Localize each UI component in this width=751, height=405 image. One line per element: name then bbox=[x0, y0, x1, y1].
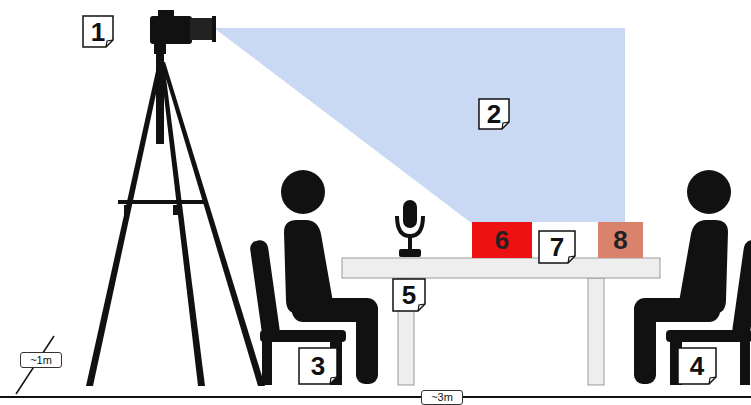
callout-tag: 3 bbox=[298, 347, 338, 385]
callout-number: 4 bbox=[677, 347, 717, 385]
mic-stem bbox=[408, 236, 412, 250]
tripod-brace bbox=[118, 200, 206, 204]
callout-tag: 2 bbox=[478, 98, 510, 130]
person-shin bbox=[356, 304, 378, 384]
device-number: 8 bbox=[613, 227, 627, 253]
camera-lens-rim bbox=[212, 16, 216, 42]
chair-leg bbox=[262, 340, 272, 385]
callout-number: 3 bbox=[298, 347, 338, 385]
tripod-leg bbox=[160, 62, 205, 386]
camera bbox=[150, 10, 216, 44]
callout-number: 1 bbox=[82, 15, 114, 48]
floor-line bbox=[0, 396, 751, 398]
mic-base bbox=[399, 249, 421, 257]
tripod bbox=[86, 44, 265, 386]
camera-body bbox=[150, 16, 192, 44]
table-top bbox=[342, 258, 660, 278]
camera-view-area bbox=[214, 28, 625, 222]
person-head bbox=[687, 170, 731, 214]
callout-tag: 5 bbox=[392, 278, 426, 312]
camera-top bbox=[158, 10, 174, 18]
person-head bbox=[281, 170, 325, 214]
mic-cradle bbox=[397, 216, 423, 236]
chair-leg bbox=[740, 340, 750, 385]
person-shin bbox=[634, 304, 656, 384]
callout-fold bbox=[568, 256, 575, 263]
callout-border bbox=[678, 348, 716, 384]
callout-tag: 7 bbox=[538, 230, 576, 264]
table bbox=[342, 258, 660, 385]
callout-border bbox=[83, 16, 113, 47]
tripod-leg bbox=[161, 62, 265, 386]
chair-back bbox=[249, 239, 280, 339]
callout-fold bbox=[709, 377, 716, 384]
callout-number: 5 bbox=[392, 278, 426, 312]
dimension-label: ~1m bbox=[20, 352, 62, 368]
person bbox=[634, 170, 751, 385]
dimension-label: ~3m bbox=[421, 390, 463, 405]
callout-fold bbox=[418, 304, 425, 311]
table-leg bbox=[588, 278, 604, 385]
callout-border bbox=[393, 279, 425, 311]
mic-capsule bbox=[403, 200, 417, 228]
callout-border bbox=[539, 231, 575, 263]
tripod-leg bbox=[86, 62, 162, 386]
callout-fold bbox=[330, 377, 337, 384]
tripod-clamp bbox=[124, 205, 130, 215]
device-box: 6 bbox=[472, 222, 532, 258]
camera-lens bbox=[190, 18, 214, 40]
callout-number: 7 bbox=[538, 230, 576, 264]
callout-number: 2 bbox=[478, 98, 510, 130]
device-number: 6 bbox=[495, 227, 509, 253]
person bbox=[249, 170, 378, 385]
callout-border bbox=[479, 99, 509, 129]
tripod-clamp bbox=[173, 205, 179, 215]
chair-back bbox=[731, 239, 751, 339]
callout-tag: 4 bbox=[677, 347, 717, 385]
device-box: 8 bbox=[598, 222, 643, 258]
microphone bbox=[397, 200, 423, 257]
callout-fold bbox=[106, 40, 113, 47]
callout-tag: 1 bbox=[82, 15, 114, 48]
tripod-head bbox=[154, 44, 166, 54]
callout-fold bbox=[502, 122, 509, 129]
callout-border bbox=[299, 348, 337, 384]
